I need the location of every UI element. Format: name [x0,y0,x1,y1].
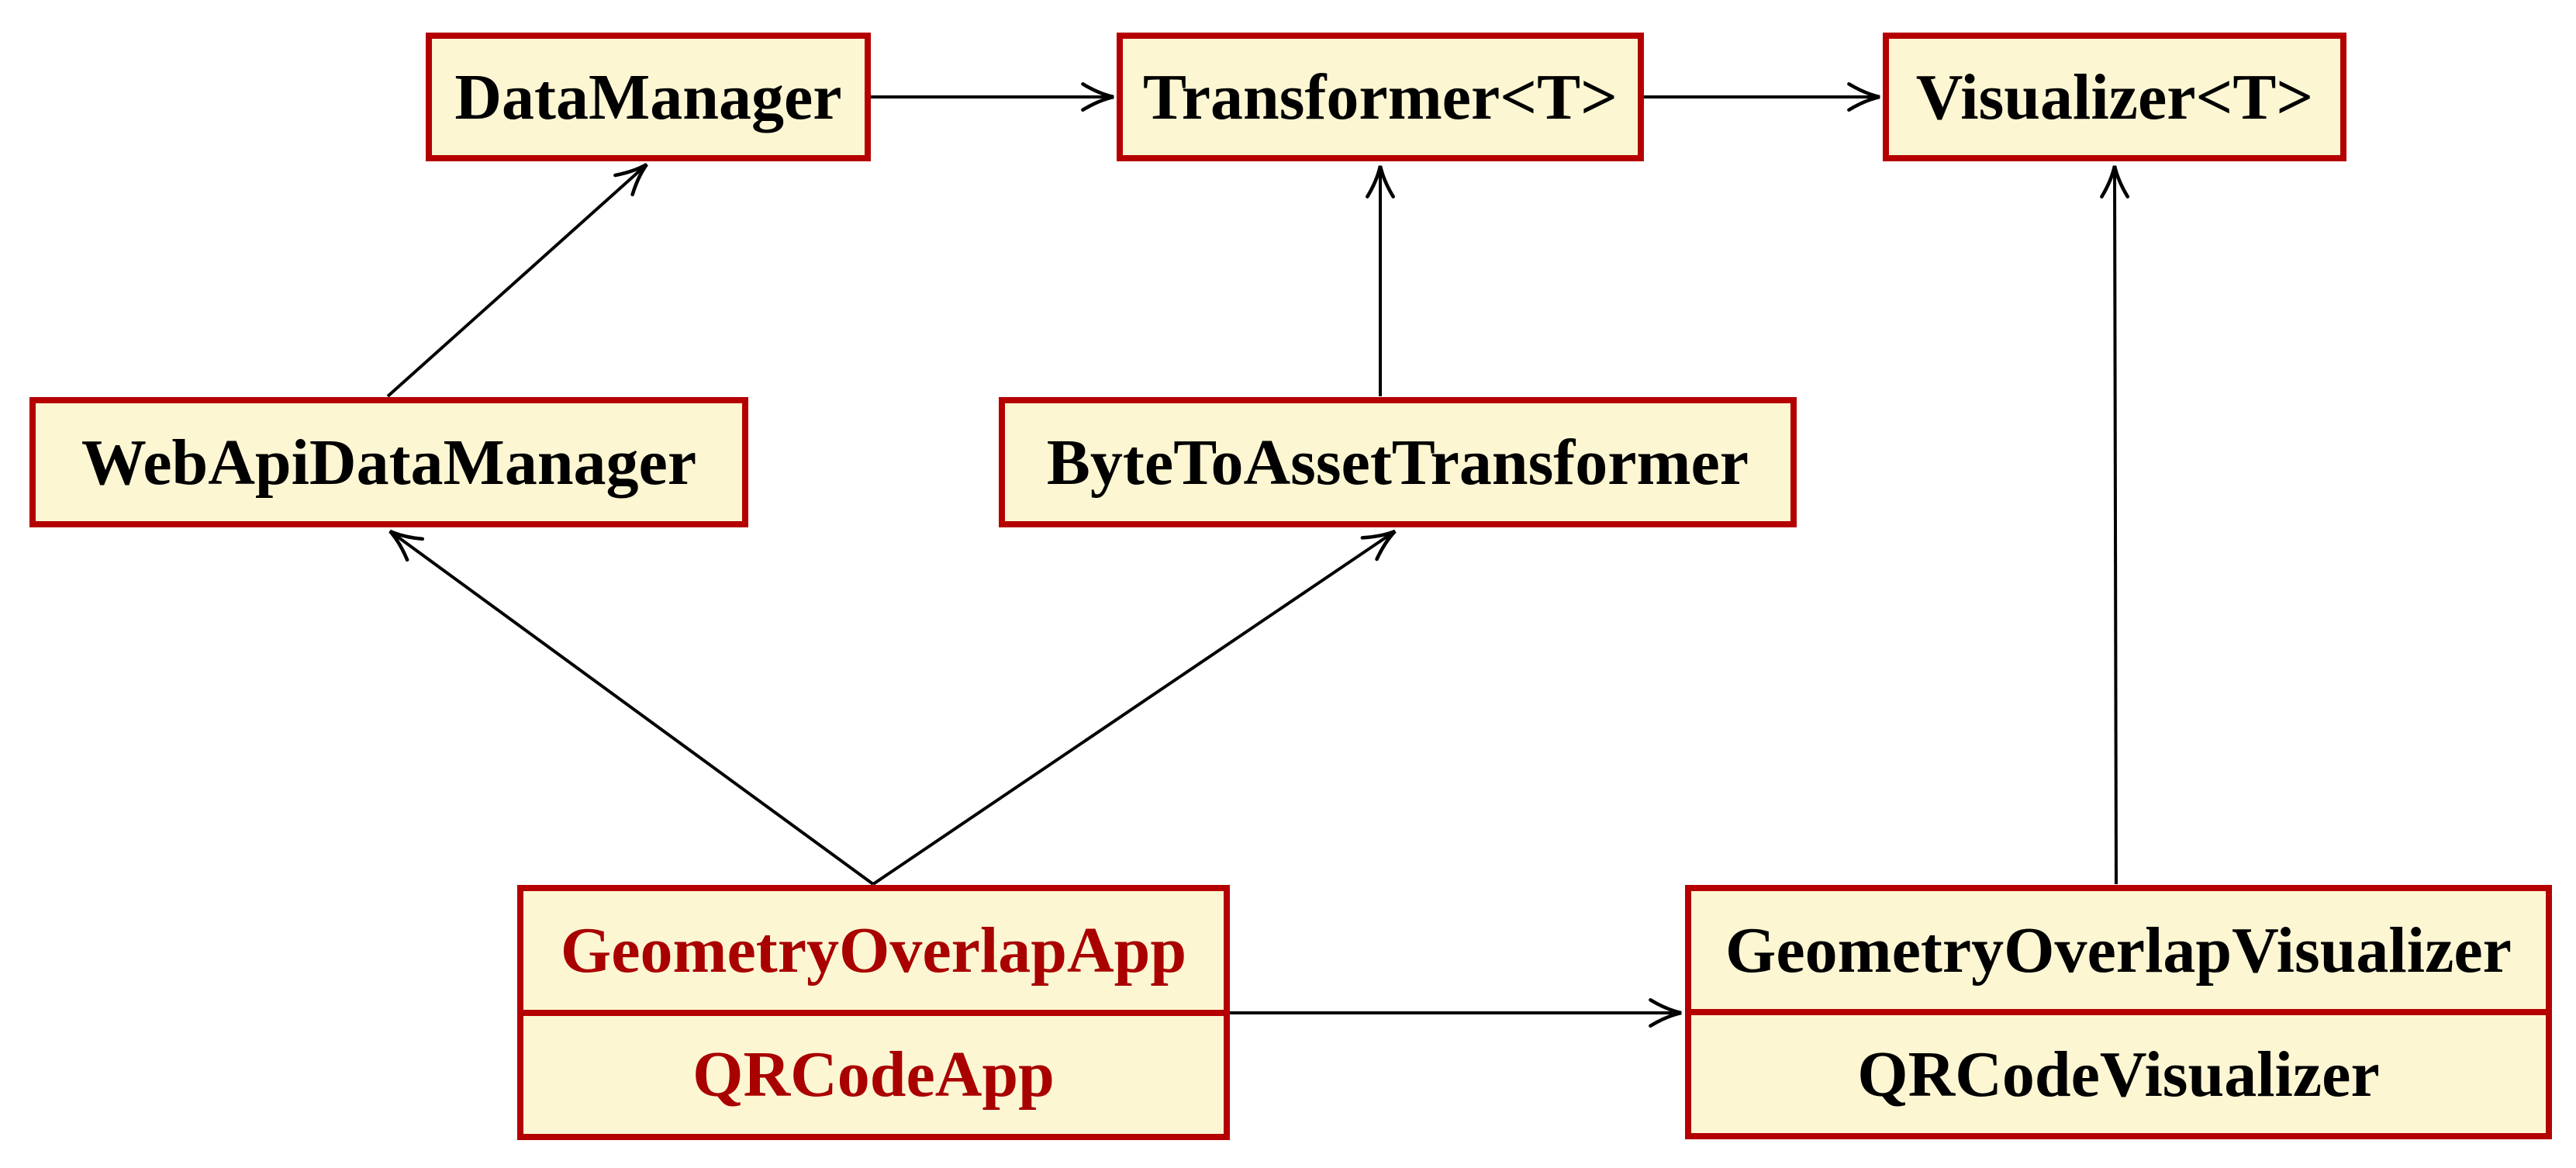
node-bytetoassettransformer: ByteToAssetTransformer [999,397,1797,527]
node-datamanager: DataManager [426,33,871,161]
node-geometryoverlapvisualizer-label: GeometryOverlapVisualizer [1725,914,2512,987]
edge-visualizernode-to-visualizer [2100,165,2130,885]
node-app-compartments: GeometryOverlapApp QRCodeApp [517,885,1230,1140]
node-row-qrcodevisualizer: QRCodeVisualizer [1691,1009,2546,1133]
node-qrcodeapp-label: QRCodeApp [692,1038,1055,1111]
node-webapidatamanager: WebApiDataManager [29,397,748,527]
node-transformer: Transformer<T> [1117,33,1644,161]
edge-webapidatamanager-to-datamanager [386,162,648,398]
node-row-geometryoverlapvisualizer: GeometryOverlapVisualizer [1691,891,2546,1009]
node-datamanager-label: DataManager [454,60,842,133]
node-visualizer: Visualizer<T> [1883,33,2346,161]
node-bytetoassettransformer-label: ByteToAssetTransformer [1046,426,1749,499]
node-webapidatamanager-label: WebApiDataManager [81,426,697,499]
node-geometryoverlapapp-label: GeometryOverlapApp [560,914,1187,987]
edge-appnode-to-bytetoassettransformer [872,529,1397,886]
node-transformer-label: Transformer<T> [1142,60,1618,133]
node-row-qrcodeapp: QRCodeApp [523,1009,1224,1135]
edge-appnode-to-webapidatamanager [388,529,875,886]
node-visualizer-compartments: GeometryOverlapVisualizer QRCodeVisualiz… [1685,885,2552,1139]
node-qrcodevisualizer-label: QRCodeVisualizer [1857,1038,2380,1111]
node-visualizer-label: Visualizer<T> [1915,60,2314,133]
node-row-geometryoverlapapp: GeometryOverlapApp [523,891,1224,1010]
